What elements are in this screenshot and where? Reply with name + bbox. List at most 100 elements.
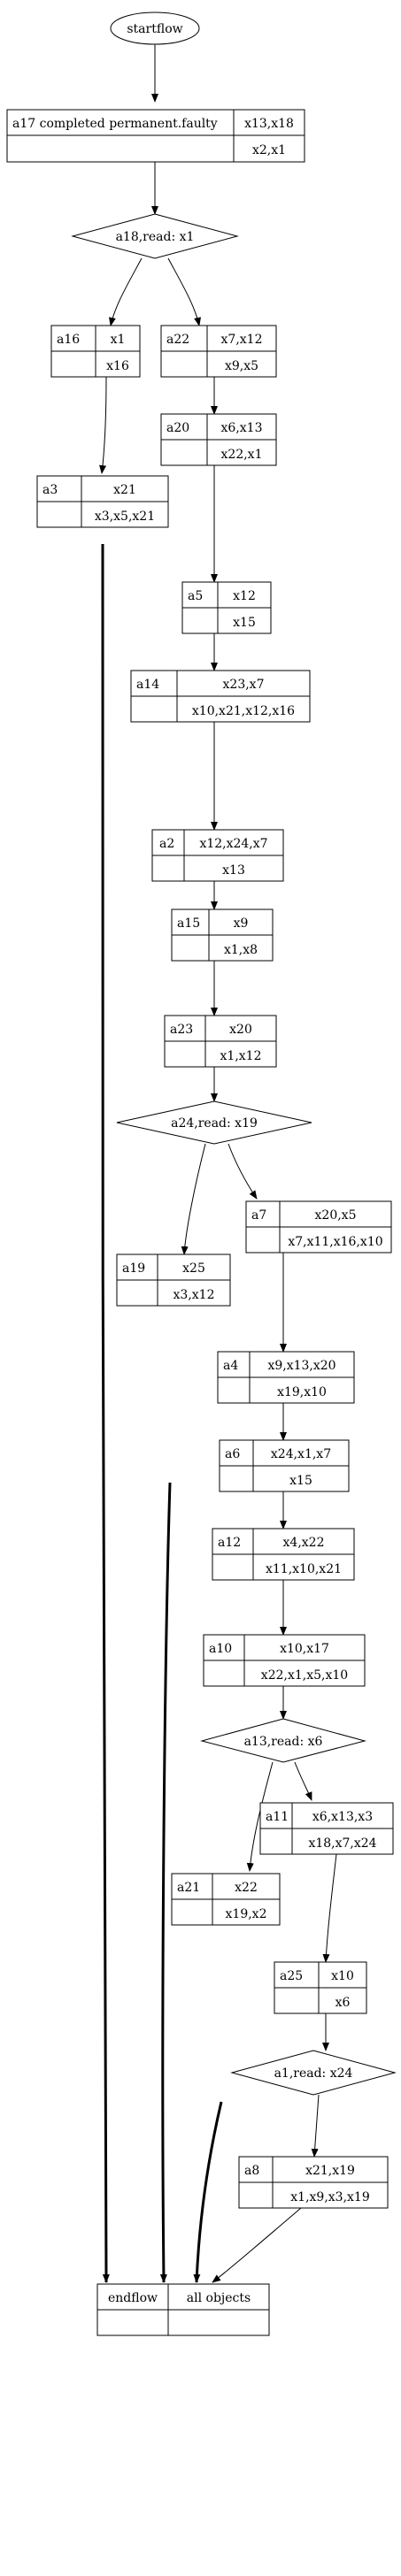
decision-label: a1,read: x24 — [274, 2066, 353, 2081]
edge-a24-a7 — [227, 1143, 258, 1200]
node-a12: a12 x4,x22 x11,x10,x21 — [212, 1528, 355, 1581]
node-name: a19 — [122, 1261, 145, 1276]
node-top: x12,x24,x7 — [199, 837, 267, 851]
node-a20: a20 x6,x13 x22,x1 — [160, 413, 277, 466]
edge-a21-end — [193, 2101, 223, 2283]
node-name: a12 — [218, 1536, 241, 1550]
node-bottom: x15 — [233, 616, 256, 630]
node-name: a17 completed permanent.faulty — [12, 117, 218, 131]
decision-label: a13,read: x6 — [244, 1735, 323, 1749]
node-a5: a5 x12 x15 — [181, 581, 272, 634]
node-bottom: x1,x12 — [220, 1049, 262, 1063]
node-name: a25 — [280, 1969, 303, 1983]
node-name: a2 — [159, 837, 174, 851]
node-a4: a4 x9,x13,x20 x19,x10 — [217, 1351, 355, 1404]
node-top: x12 — [233, 589, 256, 603]
node-name: a6 — [225, 1447, 240, 1461]
decision-a13: a13,read: x6 — [200, 1718, 366, 1763]
node-bottom: x3,x12 — [174, 1288, 215, 1302]
node-bottom: x7,x11,x16,x10 — [288, 1235, 382, 1249]
node-bottom: x9,x5 — [225, 359, 258, 373]
node-name: a20 — [166, 421, 189, 435]
edges — [99, 44, 337, 2283]
node-bottom: x1,x8 — [224, 943, 258, 957]
decision-a18: a18,read: x1 — [71, 213, 239, 259]
decision-label: a18,read: x1 — [116, 230, 195, 244]
node-bottom: x10,x21,x12,x16 — [192, 704, 295, 718]
node-top: x25 — [182, 1261, 205, 1276]
node-top: x13,x18 — [244, 117, 294, 131]
node-name: a21 — [177, 1881, 200, 1895]
node-bottom: x2,x1 — [252, 143, 286, 157]
node-top: x20 — [229, 1023, 252, 1037]
edge-a24-a19 — [181, 1143, 206, 1255]
node-name: a11 — [266, 1810, 289, 1824]
end-node: endflow all objects — [96, 2283, 270, 2336]
edge-a13-a11 — [294, 1761, 312, 1801]
node-a7: a7 x20,x5 x7,x11,x16,x10 — [245, 1200, 392, 1254]
edge-a3-end — [101, 543, 110, 2283]
node-bottom: x1,x9,x3,x19 — [290, 2190, 369, 2204]
node-top: x21,x19 — [305, 2164, 355, 2178]
node-bottom: x22,x1 — [221, 448, 263, 462]
node-name: a8 — [244, 2164, 259, 2178]
node-top: x6,x13,x3 — [312, 1810, 373, 1824]
node-a17: a17 completed permanent.faulty x13,x18 x… — [6, 109, 305, 163]
node-a25: a25 x10 x6 — [274, 1961, 367, 2014]
node-a10: a10 x10,x17 x22,x1,x5,x10 — [203, 1634, 366, 1687]
node-top: x1 — [111, 333, 126, 347]
node-bottom: x18,x7,x24 — [308, 1836, 376, 1851]
edge-a1-a8 — [311, 2094, 320, 2158]
node-bottom: x19,x10 — [277, 1385, 327, 1399]
edge-a19-end — [159, 1482, 172, 2283]
node-a8: a8 x21,x19 x1,x9,x3,x19 — [238, 2156, 389, 2209]
start-label: startflow — [127, 22, 182, 36]
edge-a8-end — [212, 2207, 302, 2283]
node-a2: a2 x12,x24,x7 x13 — [151, 829, 284, 882]
node-a3: a3 x21 x3,x5,x21 — [36, 475, 169, 528]
end-left-label: endflow — [108, 2291, 158, 2305]
decision-a24: a24,read: x19 — [116, 1100, 312, 1145]
end-right-label: all objects — [187, 2291, 251, 2305]
node-top: x23,x7 — [223, 678, 265, 692]
node-bottom: x13 — [222, 863, 245, 878]
node-a6: a6 x24,x1,x7 x15 — [219, 1439, 350, 1492]
node-top: x9,x13,x20 — [267, 1359, 335, 1373]
node-top: x9 — [234, 916, 249, 931]
node-a23: a23 x20 x1,x12 — [164, 1015, 277, 1068]
decision-label: a24,read: x19 — [171, 1116, 258, 1131]
edge-a13-a21 — [246, 1761, 274, 1872]
node-top: x7,x12 — [221, 333, 263, 347]
node-top: x6,x13 — [221, 421, 263, 435]
node-name: a23 — [170, 1023, 193, 1037]
node-name: a3 — [42, 483, 58, 497]
node-bottom: x6 — [335, 1996, 351, 2010]
start-node: startflow — [110, 12, 200, 45]
node-name: a22 — [166, 333, 189, 347]
node-a21: a21 x22 x19,x2 — [171, 1873, 281, 1926]
edge-a11-a25 — [322, 1853, 337, 1963]
node-a14: a14 x23,x7 x10,x21,x12,x16 — [130, 670, 311, 723]
node-a11: a11 x6,x13,x3 x18,x7,x24 — [259, 1802, 394, 1855]
node-name: a4 — [223, 1359, 238, 1373]
node-a22: a22 x7,x12 x9,x5 — [160, 325, 277, 378]
node-name: a15 — [177, 916, 200, 931]
node-bottom: x3,x5,x21 — [95, 510, 155, 524]
node-bottom: x19,x2 — [226, 1907, 267, 1921]
edge-a16-a3 — [99, 376, 107, 474]
node-top: x4,x22 — [283, 1536, 325, 1550]
node-top: x10,x17 — [280, 1642, 329, 1656]
node-bottom: x15 — [289, 1474, 312, 1488]
node-name: a10 — [209, 1642, 232, 1656]
node-top: x21 — [113, 483, 136, 497]
node-name: a16 — [57, 333, 80, 347]
node-a19: a19 x25 x3,x12 — [116, 1254, 231, 1307]
node-a16: a16 x1 x16 — [50, 325, 141, 378]
node-bottom: x22,x1,x5,x10 — [261, 1668, 348, 1683]
node-bottom: x11,x10,x21 — [266, 1562, 342, 1576]
node-bottom: x16 — [106, 359, 129, 373]
node-name: a14 — [136, 678, 159, 692]
node-a15: a15 x9 x1,x8 — [171, 908, 274, 962]
node-name: a7 — [251, 1208, 266, 1223]
